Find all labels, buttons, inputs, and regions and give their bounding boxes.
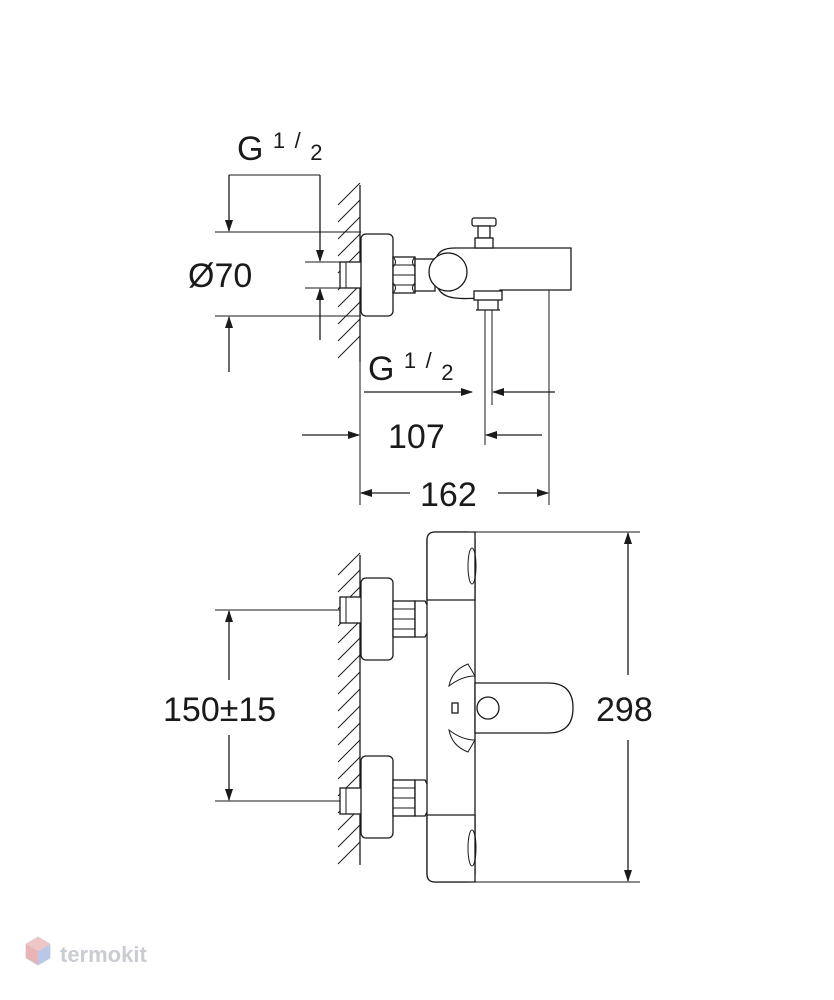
wall-connector [339,261,363,289]
hex-nut [392,256,416,294]
total-depth-label: 162 [420,476,477,514]
spout-front [448,663,574,753]
cube-icon [25,936,51,966]
spout-projection-label: 107 [388,418,445,456]
wall-connector-lower [339,787,363,815]
diverter-knob [471,217,497,249]
connection-spacing-label: 150±15 [163,691,276,729]
rosette [360,233,394,317]
hex-nut-lower [392,779,416,817]
hex-nut-upper [392,600,416,638]
thread-label-bottom: G 1 / 2 [368,338,453,388]
handle-knob [428,252,468,292]
side-view: G 1 / 2 Ø70 G 1 / 2 107 162 [188,118,572,514]
bottom-cap [426,814,476,883]
rosette-upper [360,577,394,661]
thread-label-top: G 1 / 2 [237,118,322,168]
watermark-text: termokit [60,942,147,967]
total-height-label: 298 [596,691,653,729]
wall-connector-upper [339,596,363,624]
spout-outlet [473,290,503,311]
rosette-lower [360,755,394,839]
rosette-diameter-label: Ø70 [188,257,252,295]
front-view: 150±15 298 [163,531,653,883]
watermark: termokit [25,936,147,967]
